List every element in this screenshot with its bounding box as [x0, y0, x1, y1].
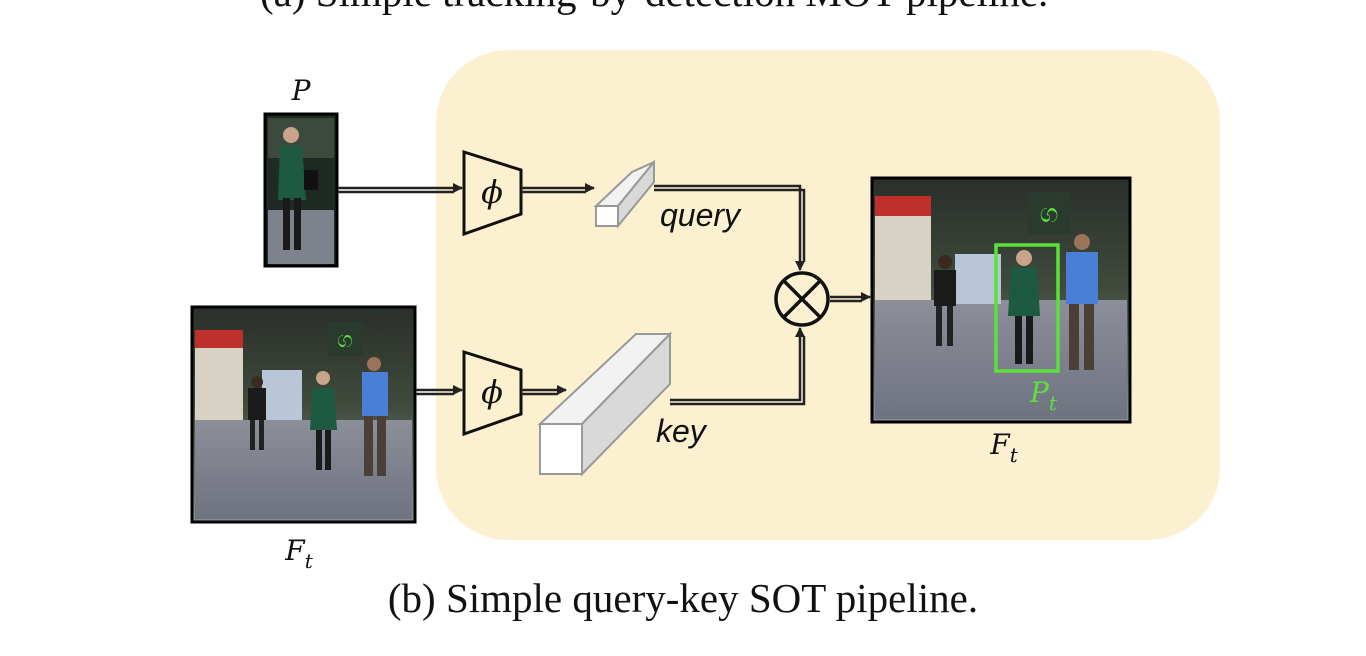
frame-left-label: Ft [284, 534, 313, 573]
encoder-bottom: ϕ [462, 349, 523, 437]
frame-output-label: Ft [989, 428, 1018, 467]
top-caption-fragment: (a) Simple tracking-by-detection MOT pip… [260, 0, 1160, 16]
detected-box-label: Pt [1029, 376, 1058, 415]
connectors [338, 183, 871, 406]
key-embedding [537, 331, 673, 477]
frame-output-image: ග [870, 176, 1132, 424]
query-label: query [660, 197, 742, 233]
encoder-top: ϕ [462, 149, 523, 237]
frame-left-image: ග [190, 305, 417, 524]
correlation-operator [774, 271, 830, 327]
svg-text:ϕ: ϕ [481, 173, 503, 211]
svg-text:ϕ: ϕ [481, 373, 503, 411]
prototype-image [263, 112, 339, 268]
detected-box [994, 243, 1060, 373]
figure-caption: (b) Simple query-key SOT pipeline. [387, 575, 979, 621]
query-embedding [593, 159, 655, 229]
svg-text:ග: ග [1040, 199, 1059, 229]
svg-text:ග: ග [337, 328, 353, 353]
prototype-label: P [291, 74, 312, 107]
key-label: key [656, 413, 708, 449]
